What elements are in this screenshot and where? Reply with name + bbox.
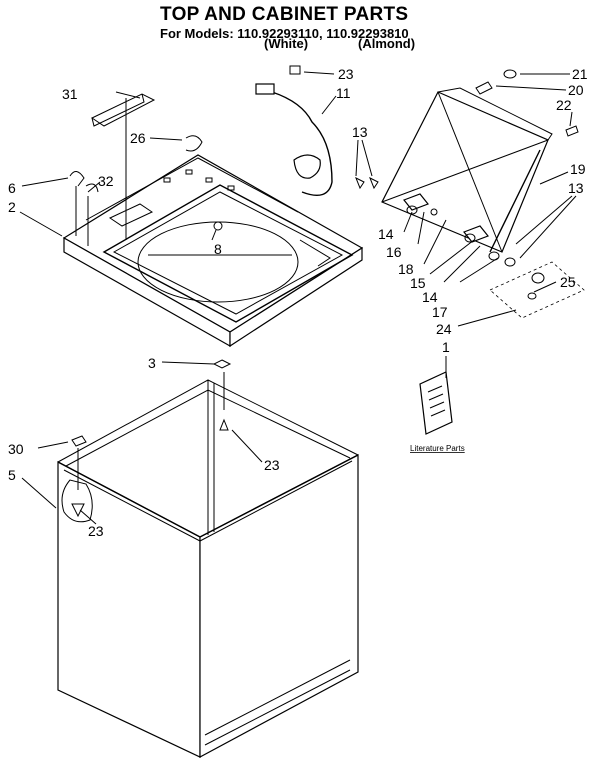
callout-23-top: 23 (338, 66, 354, 82)
literature-parts-label: Literature Parts (410, 444, 465, 453)
callout-31: 31 (62, 86, 78, 102)
callout-23-mid: 23 (264, 457, 280, 473)
callout-26: 26 (130, 130, 146, 146)
callout-24: 24 (436, 321, 452, 337)
literature-booklet (419, 371, 453, 435)
part-31-outline (90, 93, 156, 127)
callout-13-right: 13 (568, 180, 584, 196)
callout-17: 17 (432, 304, 448, 320)
callout-11: 11 (336, 85, 351, 101)
models-line: For Models: 110.92293110, 110.92293810 (160, 26, 409, 41)
part-6-outline (69, 171, 85, 187)
part-32-outline (85, 183, 99, 193)
part-26-outline (185, 135, 203, 152)
callout-5: 5 (8, 467, 16, 483)
callout-3: 3 (148, 355, 156, 371)
callout-2: 2 (8, 199, 16, 215)
callout-14-lower: 14 (422, 289, 438, 305)
diagram-title: TOP AND CABINET PARTS (160, 4, 409, 25)
callout-16: 16 (386, 244, 402, 260)
callout-22: 22 (556, 97, 572, 113)
callout-20: 20 (568, 82, 584, 98)
callout-32: 32 (98, 173, 114, 189)
leader-lines (19, 71, 577, 525)
top-panel (62, 154, 364, 348)
callout-14-upper: 14 (378, 226, 394, 242)
callout-21: 21 (572, 66, 588, 82)
lid-switch-harness (255, 83, 333, 196)
callout-18: 18 (398, 261, 414, 277)
variant-almond-label: (Almond) (358, 36, 416, 51)
callout-25: 25 (560, 274, 576, 290)
callout-6: 6 (8, 180, 16, 196)
callout-1: 1 (442, 339, 450, 355)
variant-white-label: (White) (264, 36, 309, 51)
callout-19: 19 (570, 161, 586, 177)
callout-30: 30 (8, 441, 24, 457)
callout-13-top: 13 (352, 124, 368, 140)
lid-bumper-kit-outline (489, 261, 585, 319)
callout-23-bottom: 23 (88, 523, 104, 539)
lid (381, 69, 579, 267)
callout-15: 15 (410, 275, 426, 291)
cabinet (57, 379, 359, 759)
callout-8: 8 (214, 241, 222, 257)
